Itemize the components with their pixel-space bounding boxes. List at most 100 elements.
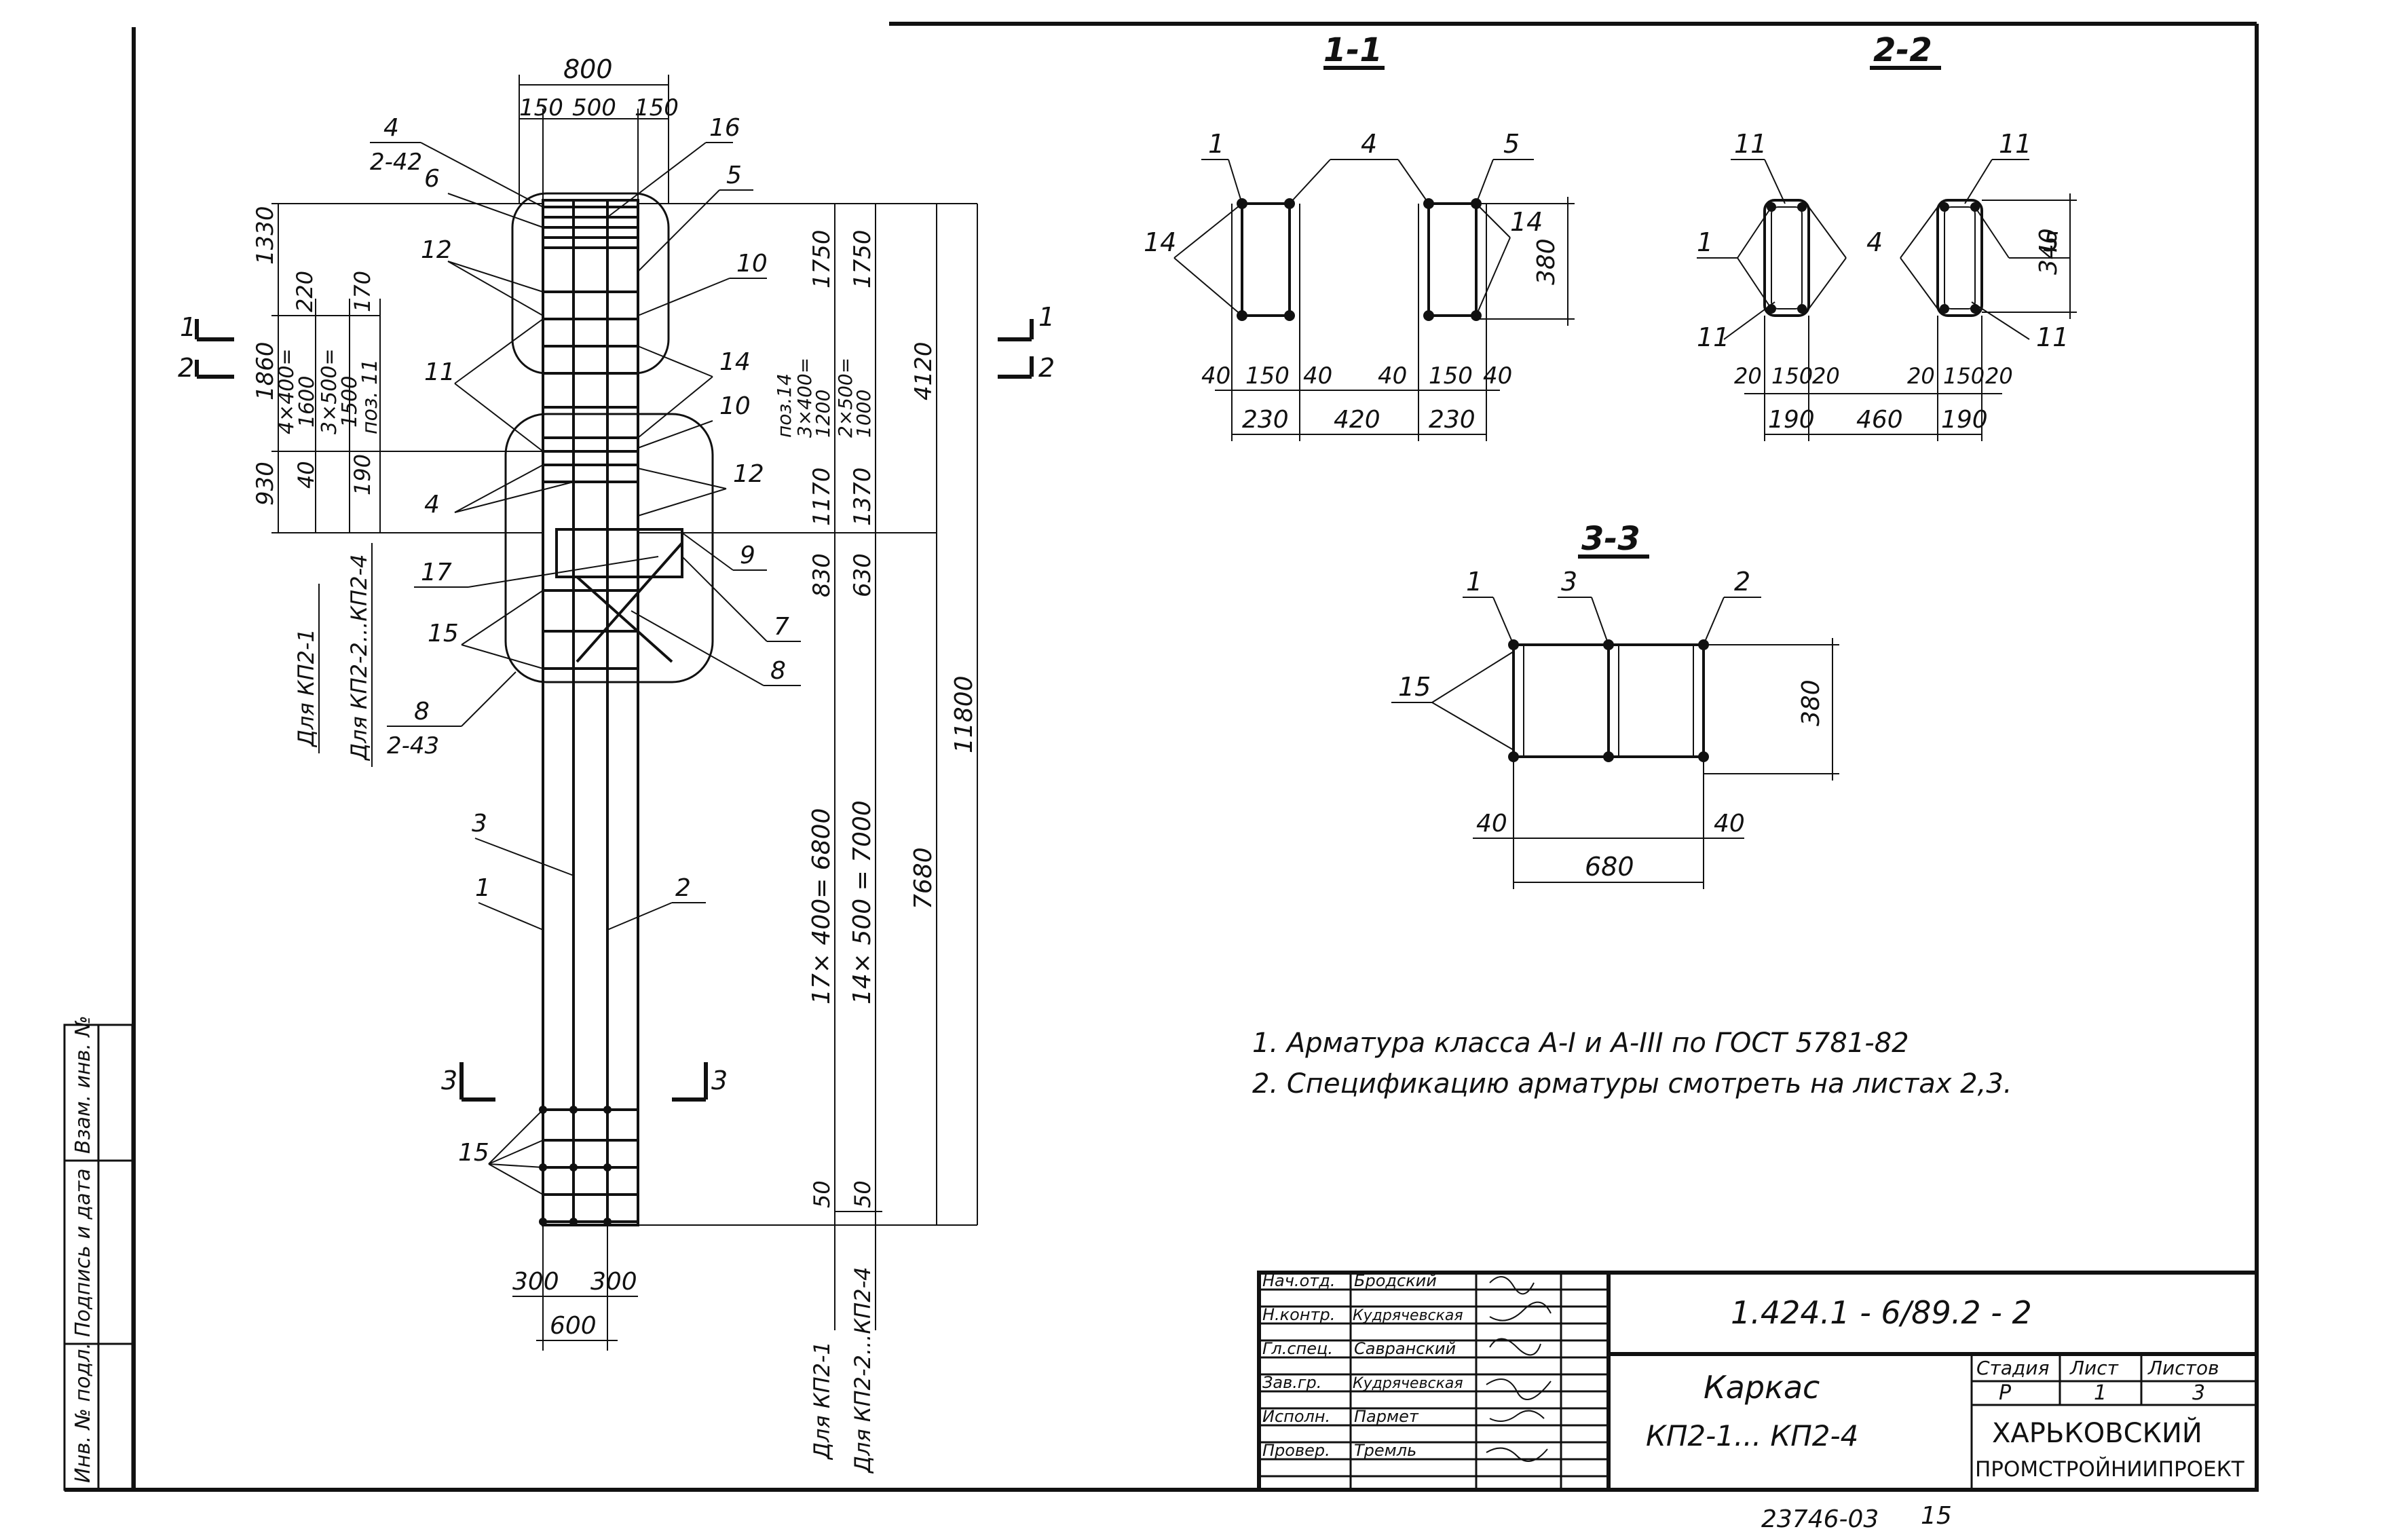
sheets-value: 3 [2192, 1381, 2205, 1405]
dim-630: 630 [849, 553, 876, 597]
callout-2-43: 2-43 [387, 732, 439, 759]
callout-9: 9 [740, 542, 755, 569]
dim-11800: 11800 [950, 675, 978, 753]
dim-3x400: 3×400= [793, 358, 816, 438]
dim-base-width: 600 [550, 1312, 597, 1340]
dim-base-left: 300 [512, 1268, 559, 1296]
side-stamp-replaced-inv: Взам. инв. № [71, 1015, 95, 1154]
callout-16: 16 [709, 114, 740, 142]
dim-4120: 4120 [910, 341, 937, 400]
pos-14-note: поз.14 [773, 373, 795, 438]
right-dimensions: 1750 1750 поз.14 3×400= 1200 2×500= 1000… [638, 203, 978, 1474]
role-2: Гл.спец. [1262, 1339, 1333, 1358]
callout-3: 3 [472, 810, 487, 838]
side-stamp-original-inv: Инв. № подл. [71, 1342, 95, 1483]
dim-930: 930 [252, 462, 279, 506]
for-kp21-right: Для КП2-1 [809, 1341, 835, 1461]
dim-340: 340 [2035, 228, 2063, 275]
callout-17: 17 [421, 559, 452, 586]
org-line-1: ХАРЬКОВСКИЙ [1992, 1416, 2202, 1449]
dim-w230a: 230 [1242, 406, 1289, 434]
callout-1: 1 [1697, 227, 1713, 257]
dim-40: 40 [293, 461, 319, 489]
callout-8-right: 8 [770, 657, 786, 685]
sheet-value: 1 [2094, 1381, 2107, 1405]
callout-2-42: 2-42 [370, 149, 422, 176]
doc-code: 1.424.1 - 6/89.2 - 2 [1731, 1294, 2032, 1331]
dim-w190b: 190 [1941, 406, 1988, 434]
dim-a150: 150 [1771, 363, 1813, 389]
role-0: Нач.отд. [1262, 1271, 1335, 1290]
dim-4x400: 4×400= [275, 348, 299, 434]
name-1: Кудрячевская [1353, 1307, 1463, 1324]
section-2-2: 2-2 340 20 150 20 20 150 20 190 460 190 … [1697, 31, 2077, 441]
for-kp22-right: Для КП2-2...КП2-4 [850, 1267, 876, 1474]
title-block: Нач.отд. Бродский Н.контр. Кудрячевская … [1257, 1271, 2259, 1492]
callout-4-mid: 4 [424, 491, 440, 519]
sheets-header: Листов [2147, 1357, 2219, 1379]
callout-1: 1 [1466, 567, 1482, 597]
dim-1370: 1370 [849, 467, 876, 526]
dim-left-cover: 150 [519, 94, 563, 121]
section-title-2-2: 2-2 [1873, 31, 1932, 69]
dim-17x400: 17× 400= 6800 [808, 808, 835, 1004]
dim-a20b: 20 [1812, 363, 1840, 389]
callout-14-left: 14 [1144, 227, 1176, 257]
signatures [1486, 1276, 1552, 1462]
left-dimensions: 1330 220 170 1860 4×400= 1600 3×500= 150… [252, 203, 543, 767]
dim-1000: 1000 [852, 390, 875, 438]
dim-base-right: 300 [590, 1268, 637, 1296]
cut-mark-3-right: 3 [711, 1066, 728, 1095]
dim-680: 680 [1585, 852, 1634, 882]
name-4: Пармет [1354, 1407, 1419, 1426]
org-line-2: ПРОМСТРОЙНИИПРОЕКТ [1975, 1457, 2245, 1482]
callout-15: 15 [1398, 672, 1431, 702]
callout-11-d: 11 [2036, 322, 2069, 352]
cut-marks: 1 2 1 2 3 3 [178, 302, 1055, 1102]
dim-170: 170 [350, 271, 375, 312]
dim-50b: 50 [850, 1180, 876, 1208]
elevation-callouts: 4 2-42 6 16 5 12 10 11 14 10 4 12 17 [370, 114, 801, 1195]
dim-7680: 7680 [909, 847, 937, 909]
callout-6: 6 [424, 165, 440, 193]
dim-1200: 1200 [812, 390, 834, 438]
dim-w190a: 190 [1768, 406, 1815, 434]
callout-11-b: 11 [1999, 129, 2031, 159]
cut-mark-1-left: 1 [180, 312, 196, 342]
callout-14-right: 14 [1510, 207, 1543, 237]
dim-right-cover: 150 [635, 94, 679, 121]
cut-mark-2-left: 2 [178, 353, 194, 383]
pos-11-note: поз. 11 [358, 359, 382, 434]
dim-b20b: 20 [1985, 363, 2013, 389]
sheet-header: Лист [2069, 1357, 2119, 1379]
callout-7: 7 [774, 613, 789, 641]
dim-1500: 1500 [338, 376, 362, 428]
dim-b40: 40 [1378, 362, 1407, 390]
dim-b40b: 40 [1483, 362, 1512, 390]
dim-220: 220 [292, 271, 318, 312]
elevation-view: 800 150 500 150 300 300 600 1330 220 [178, 54, 1055, 1474]
cut-mark-3-left: 3 [441, 1066, 457, 1095]
for-kp21-left: Для КП2-1 [293, 628, 319, 748]
role-4: Исполн. [1262, 1407, 1330, 1426]
note-2: 2. Спецификацию арматуры смотреть на лис… [1252, 1068, 2012, 1100]
dim-a20: 20 [1734, 363, 1762, 389]
title-line-1: Каркас [1704, 1369, 1820, 1406]
dim-total-width: 800 [563, 54, 613, 84]
callout-10-mid: 10 [719, 392, 751, 420]
dim-1600: 1600 [295, 376, 319, 428]
title-line-2: КП2-1... КП2-4 [1646, 1419, 1858, 1452]
note-1: 1. Арматура класса А-I и А-III по ГОСТ 5… [1252, 1028, 1909, 1059]
dim-b150: 150 [1943, 363, 1985, 389]
callout-10-top: 10 [736, 250, 768, 278]
dim-380: 380 [1797, 679, 1825, 726]
cut-mark-2-right: 2 [1038, 353, 1055, 383]
stage-header: Стадия [1976, 1357, 2049, 1379]
role-1: Н.контр. [1262, 1305, 1335, 1324]
callout-14: 14 [719, 348, 751, 376]
callout-15-base: 15 [458, 1139, 489, 1167]
cut-mark-1-right: 1 [1038, 302, 1055, 332]
callout-5: 5 [2043, 227, 2059, 257]
bottom-dimensions: 300 300 600 [512, 1225, 638, 1351]
callout-11-c: 11 [1697, 322, 1729, 352]
